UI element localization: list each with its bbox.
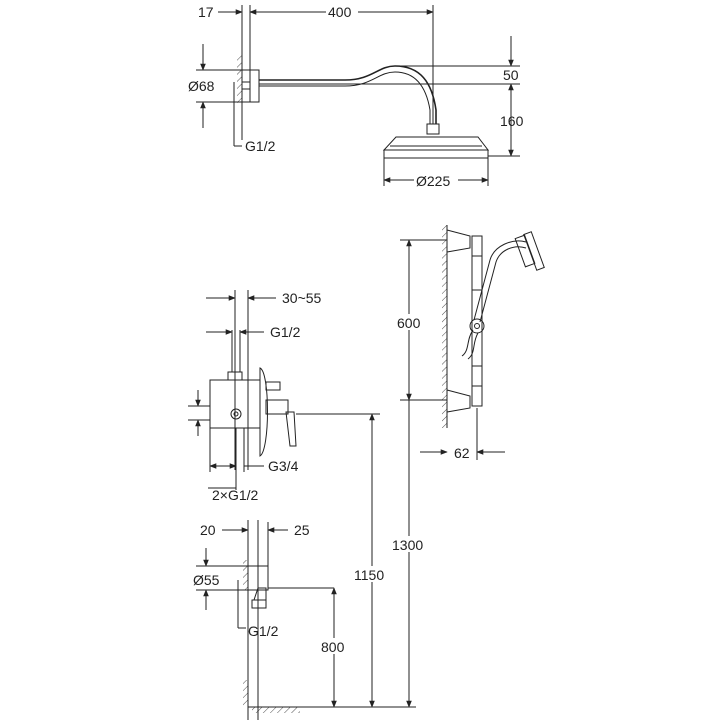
wall-hatch xyxy=(237,55,242,105)
label-thread-top: G1/2 xyxy=(245,138,276,154)
dim-outlet-depth-a: 20 xyxy=(200,522,216,538)
label-valve-inlet-top: G1/2 xyxy=(270,324,301,340)
dim-rail-projection: 62 xyxy=(454,445,470,461)
dim-arm-length: 400 xyxy=(328,4,352,20)
valve-handle-base xyxy=(265,399,289,415)
height-dimensions: 1150 1300 800 xyxy=(243,400,430,713)
dim-outlet-diameter: Ø55 xyxy=(193,572,220,588)
trim-plate xyxy=(259,367,268,457)
valve-inlet-port xyxy=(230,408,242,420)
wall-hatch-rail xyxy=(442,225,447,428)
dim-rail-length: 600 xyxy=(397,315,421,331)
label-valve-outlet: G3/4 xyxy=(268,458,299,474)
shower-head-assembly: 17 400 Ø68 G1/2 50 160 Ø225 xyxy=(188,4,524,189)
hand-shower-head xyxy=(514,234,536,268)
rail-slider xyxy=(469,318,485,334)
dim-outlet-height: 800 xyxy=(321,639,345,655)
slide-rail-assembly: 600 62 xyxy=(396,225,545,461)
swivel-joint xyxy=(426,123,440,135)
dim-flange-diameter: Ø68 xyxy=(188,78,215,94)
shower-head xyxy=(382,136,490,151)
dim-valve-height: 1150 xyxy=(354,567,384,583)
dim-head-diameter: Ø225 xyxy=(416,173,450,189)
dim-wall-offset: 17 xyxy=(198,4,214,20)
label-valve-inlets: 2×G1/2 xyxy=(212,487,259,503)
label-outlet-thread: G1/2 xyxy=(248,623,279,639)
wall-outlet-assembly: 20 25 Ø55 G1/2 xyxy=(193,520,334,720)
wall-flange xyxy=(249,69,260,103)
valve-lever xyxy=(285,411,297,447)
mixer-valve-assembly: 30~55 G1/2 G3/4 2×G1/2 xyxy=(188,290,322,503)
floor-hatch xyxy=(252,707,300,713)
rail-bracket-bottom xyxy=(446,389,471,413)
dim-arm-rise: 50 xyxy=(503,67,519,83)
hand-shower-handle xyxy=(479,246,527,323)
dim-valve-depth: 30~55 xyxy=(282,290,322,306)
shower-hose xyxy=(461,329,474,357)
dim-outlet-depth-b: 25 xyxy=(294,522,310,538)
dim-head-drop: 160 xyxy=(500,113,524,129)
wall-outlet-flange xyxy=(257,565,269,591)
rail-bracket-top xyxy=(446,229,471,253)
dim-rail-height: 1300 xyxy=(392,537,423,553)
